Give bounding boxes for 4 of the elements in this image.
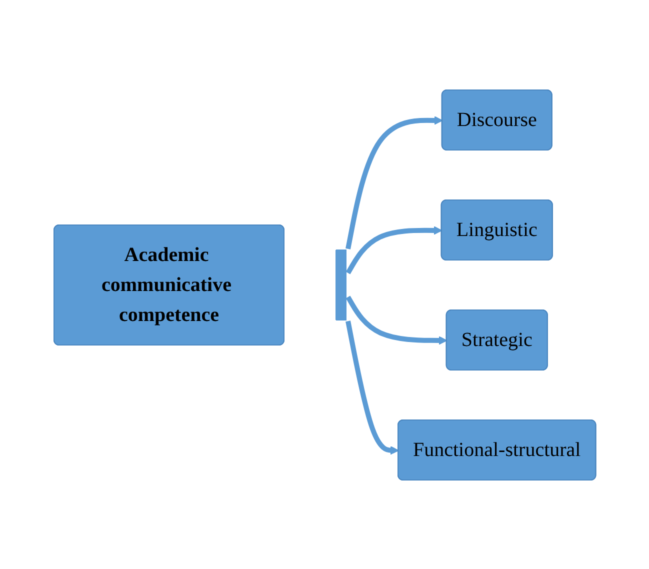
arrow <box>345 320 399 454</box>
arrow <box>345 226 442 274</box>
arrow <box>345 116 442 249</box>
arrow <box>345 295 447 344</box>
